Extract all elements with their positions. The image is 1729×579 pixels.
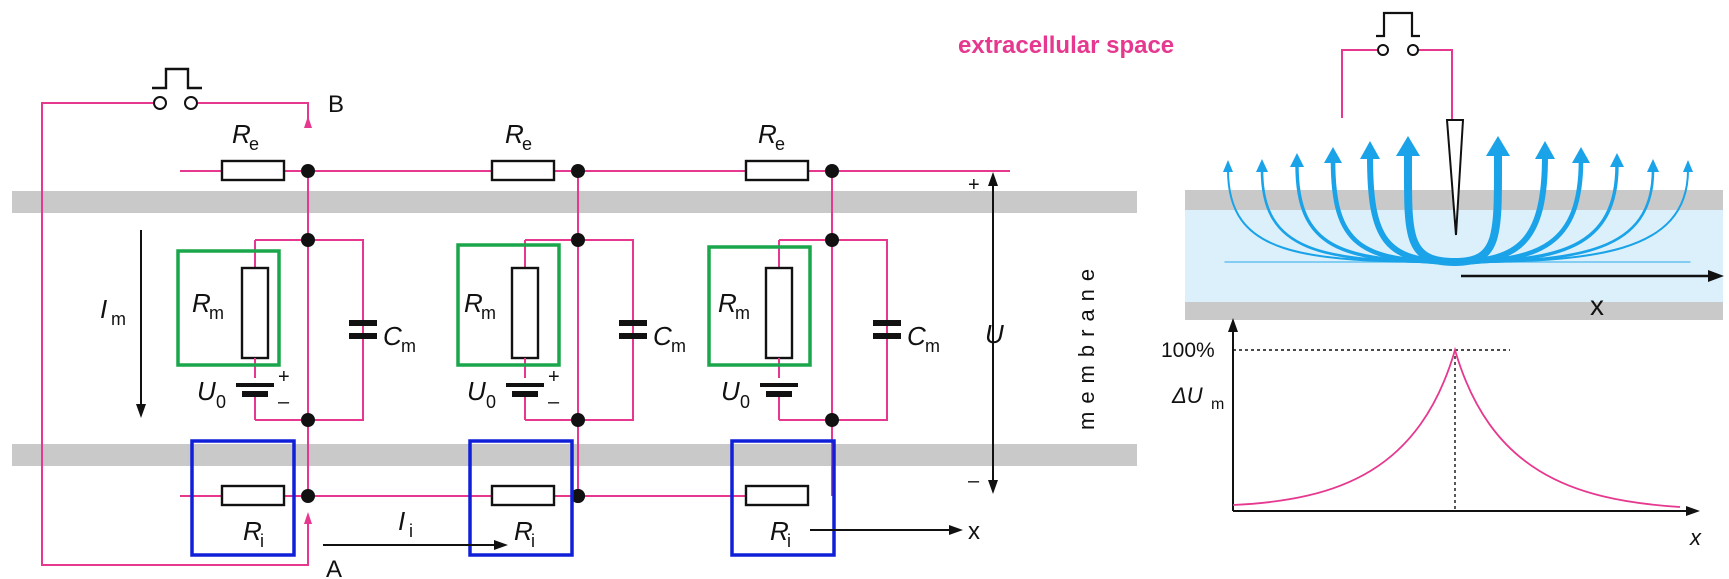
svg-text:i: i: [409, 521, 413, 541]
rm-label: R m: [192, 288, 224, 323]
svg-text:U: U: [721, 376, 740, 406]
svg-text:U: U: [197, 376, 216, 406]
ri-resistor: R i: [220, 484, 286, 551]
membrane-unit-1: [236, 164, 377, 503]
graph-x-label: x: [1689, 525, 1702, 550]
node-a-label: A: [326, 556, 342, 579]
x-direction-arrow: x: [810, 518, 980, 545]
current-in-arrow: [304, 116, 312, 128]
membrane-unit-3: [571, 164, 901, 503]
electrode: [1445, 119, 1465, 236]
spread-x-label: x: [1590, 290, 1604, 321]
svg-text:C: C: [907, 321, 926, 351]
svg-text:ΔU: ΔU: [1171, 383, 1203, 408]
extracellular-label: extracellular space: [958, 32, 1174, 59]
stimulus-wire: [41, 102, 309, 566]
svg-text:m: m: [209, 303, 224, 323]
u0-label: U 0 + –: [467, 366, 560, 413]
svg-text:I: I: [398, 506, 405, 536]
cable-circuit: B A R e R e R e R i R i: [12, 67, 1137, 579]
current-out-arrow: [304, 512, 312, 524]
svg-text:R: R: [514, 516, 533, 546]
current-spread-arrows: [1224, 148, 1691, 266]
membrane-label: membrane: [1074, 261, 1099, 430]
rm-highlight-box: [707, 245, 812, 367]
svg-text:m: m: [735, 303, 750, 323]
svg-text:–: –: [968, 470, 980, 492]
svg-text:R: R: [505, 119, 524, 149]
svg-text:x: x: [968, 518, 980, 545]
svg-text:U: U: [985, 319, 1004, 349]
rm-label: R m: [464, 288, 496, 323]
membrane-bar-top: [12, 191, 1137, 213]
membrane-unit-2: [506, 164, 647, 503]
y-axis-label: ΔU m: [1171, 383, 1224, 413]
svg-text:R: R: [758, 119, 777, 149]
voltage-decay-graph: 100% ΔU m x: [1161, 318, 1702, 550]
svg-text:R: R: [192, 288, 211, 318]
svg-text:m: m: [401, 336, 416, 356]
re-resistor: R e: [220, 119, 286, 182]
svg-text:0: 0: [740, 392, 750, 412]
svg-text:U: U: [467, 376, 486, 406]
membrane-bar-bottom: [12, 444, 1137, 466]
u0-label: U 0: [721, 376, 750, 412]
svg-text:R: R: [718, 288, 737, 318]
svg-text:m: m: [111, 309, 126, 329]
svg-text:I: I: [100, 294, 107, 324]
stimulus-switch: [152, 67, 202, 110]
svg-text:0: 0: [216, 392, 226, 412]
ri-highlight-box: [190, 439, 296, 557]
rm-label: R m: [718, 288, 750, 323]
svg-text:e: e: [249, 134, 259, 154]
cm-label: C m: [383, 321, 416, 356]
svg-text:–: –: [278, 391, 290, 413]
svg-text:+: +: [968, 174, 980, 196]
rm-highlight-box: [176, 249, 281, 367]
svg-text:i: i: [787, 531, 791, 551]
svg-text:e: e: [775, 134, 785, 154]
ri-resistor: R i: [490, 484, 556, 551]
svg-text:m: m: [1211, 396, 1224, 413]
percent-label: 100%: [1161, 339, 1215, 362]
svg-text:R: R: [243, 516, 262, 546]
svg-text:m: m: [671, 336, 686, 356]
svg-text:i: i: [260, 531, 264, 551]
re-resistor: R e: [490, 119, 556, 182]
current-spread-arrowheads: [1223, 136, 1693, 172]
decay-curve: [1232, 346, 1681, 508]
ri-resistor: R i: [744, 484, 810, 551]
svg-text:m: m: [481, 303, 496, 323]
u-potential-arrow: + – U: [968, 172, 1004, 494]
svg-text:R: R: [464, 288, 483, 318]
im-arrow: I m: [100, 230, 146, 418]
current-spread-illustration: extracellular space: [958, 11, 1724, 321]
svg-text:C: C: [653, 321, 672, 351]
svg-text:+: +: [548, 366, 560, 388]
svg-text:C: C: [383, 321, 402, 351]
ii-arrow: I i: [323, 506, 508, 550]
cm-label: C m: [907, 321, 940, 356]
svg-text:+: +: [278, 366, 290, 388]
u0-label: U 0 + –: [197, 366, 290, 413]
svg-text:0: 0: [486, 392, 496, 412]
cm-label: C m: [653, 321, 686, 356]
svg-text:R: R: [232, 119, 251, 149]
svg-text:R: R: [770, 516, 789, 546]
svg-text:e: e: [522, 134, 532, 154]
re-resistor: R e: [744, 119, 810, 182]
svg-text:i: i: [531, 531, 535, 551]
svg-text:m: m: [925, 336, 940, 356]
svg-text:–: –: [548, 391, 560, 413]
stimulus-wire-b: [198, 102, 309, 125]
rm-highlight-box: [456, 243, 561, 367]
ri-highlight-box: [730, 439, 836, 557]
ri-highlight-box: [468, 439, 574, 557]
node-b-label: B: [328, 91, 344, 118]
